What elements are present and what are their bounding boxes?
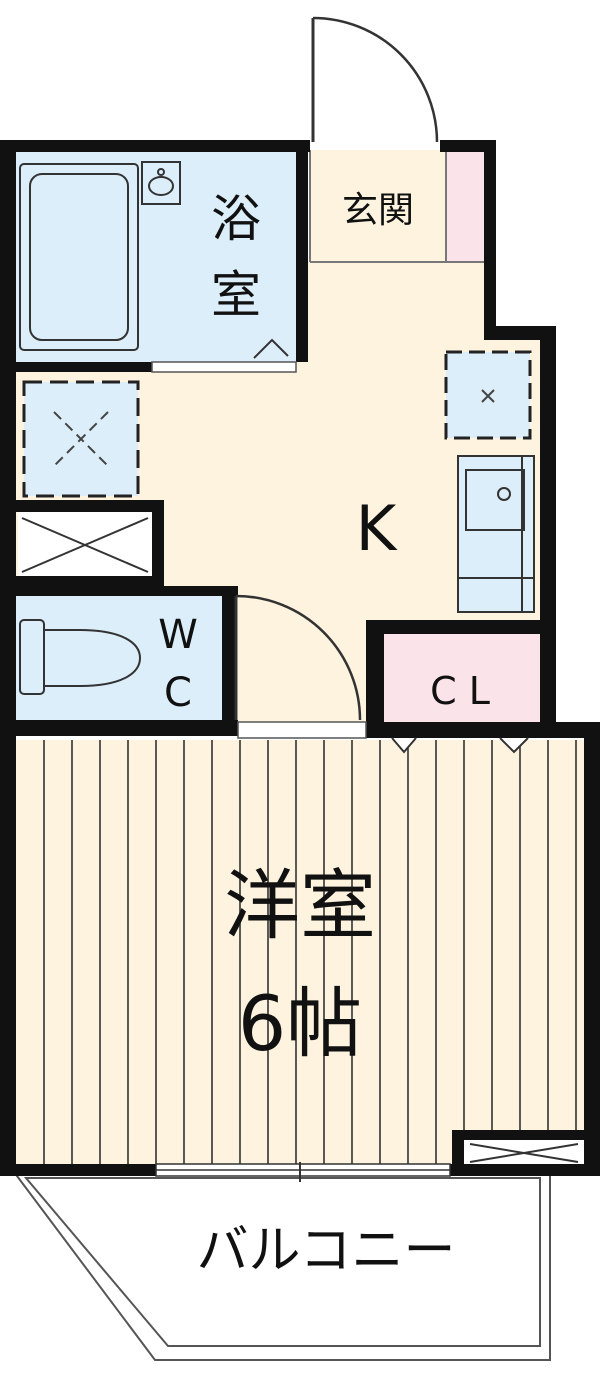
entrance-door[interactable] — [311, 16, 439, 143]
bath-label-2: 室 — [211, 266, 261, 324]
closet-door-marks — [391, 737, 529, 754]
western-room-floor — [16, 740, 584, 1168]
toilet-icon — [19, 619, 142, 695]
kitchen-sink-icon — [457, 455, 535, 613]
entrance-floor — [310, 150, 446, 262]
kitchen-label: K — [356, 492, 398, 565]
balcony-sliding-window[interactable] — [155, 1162, 451, 1182]
storage-x-icon — [18, 512, 152, 576]
room-doorway — [237, 721, 367, 739]
ceiling-storage-right — [444, 350, 532, 440]
western-room-label-1: 洋室 — [224, 861, 376, 950]
entrance-pink-strip — [446, 150, 484, 262]
sink-icon — [141, 161, 181, 205]
bath-floor — [16, 150, 296, 362]
walls — [0, 140, 600, 1176]
bath-doorway — [151, 361, 297, 373]
toilet-floor — [16, 596, 222, 720]
entrance-label: 玄関 — [342, 190, 414, 231]
flooring-lines — [43, 740, 577, 1168]
storage-x-icon-bottom — [464, 1140, 584, 1164]
closet-floor — [384, 634, 540, 724]
kitchen-floor — [16, 262, 540, 730]
balcony-rail — [23, 1177, 541, 1347]
toilet-label-c: C — [164, 670, 192, 716]
ceiling-storage-left — [22, 380, 140, 498]
western-room-label-2: 6帖 — [238, 979, 362, 1068]
bath-drain-mark — [253, 338, 289, 359]
toilet-label-w: W — [158, 612, 198, 658]
toilet-door[interactable] — [234, 594, 362, 721]
balcony-label: バルコニー — [197, 1221, 456, 1281]
balcony: バルコニー — [12, 1171, 551, 1361]
bath-label-1: 浴 — [211, 190, 261, 248]
bathtub-icon — [19, 163, 139, 351]
closet-label: C L — [430, 669, 490, 713]
